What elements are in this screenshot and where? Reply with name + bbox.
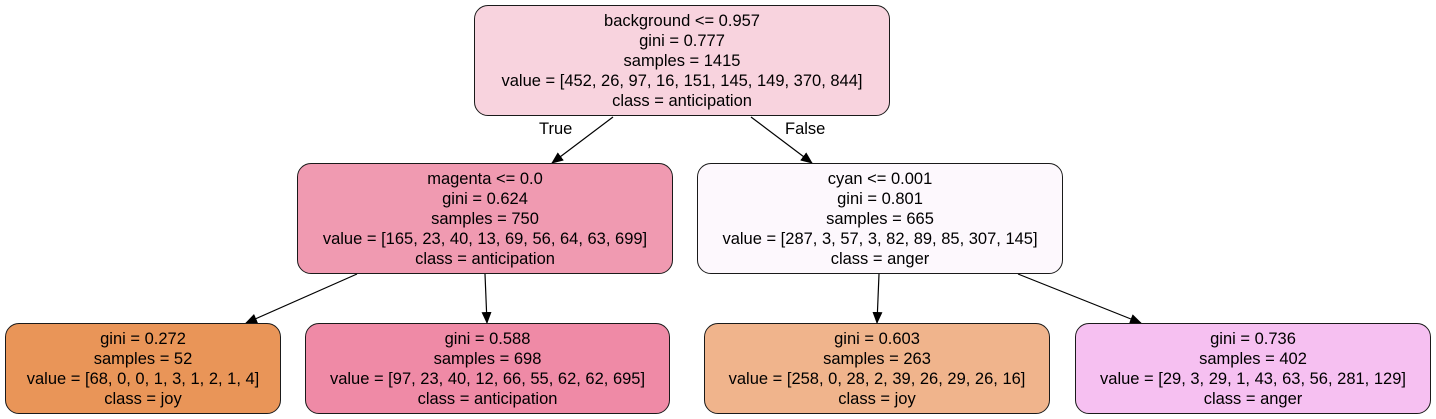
edge-label-true: True <box>539 120 573 138</box>
node-samples: samples = 698 <box>433 349 542 368</box>
edge-label-false: False <box>785 120 826 138</box>
edge-root-left <box>551 116 614 164</box>
node-class: class = anticipation <box>415 249 555 268</box>
node-gini: gini = 0.736 <box>1210 329 1296 348</box>
node-gini: gini = 0.603 <box>834 329 920 348</box>
node-samples: samples = 750 <box>431 209 539 228</box>
node-class: class = anticipation <box>417 389 558 408</box>
edge-left-leaf2 <box>481 273 492 324</box>
node-samples: samples = 263 <box>823 349 931 368</box>
leaf-node-2: gini = 0.588 samples = 698 value = [97, … <box>305 323 670 414</box>
node-value: value = [165, 23, 40, 13, 69, 56, 64, 63… <box>322 229 648 248</box>
node-value: value = [29, 3, 29, 1, 43, 63, 56, 281, … <box>1100 369 1406 388</box>
node-value: value = [287, 3, 57, 3, 82, 89, 85, 307,… <box>722 229 1038 248</box>
node-samples: samples = 665 <box>826 209 934 228</box>
node-gini: gini = 0.272 <box>100 329 186 348</box>
node-value: value = [452, 26, 97, 16, 151, 145, 149,… <box>501 71 863 90</box>
node-gini: gini = 0.801 <box>837 189 923 208</box>
node-samples: samples = 52 <box>93 349 193 368</box>
left-node: magenta <= 0.0 gini = 0.624 samples = 75… <box>297 163 673 274</box>
node-split: magenta <= 0.0 <box>427 169 543 188</box>
node-class: class = anticipation <box>612 91 752 110</box>
node-class: class = anger <box>830 249 930 268</box>
leaf-node-1: gini = 0.272 samples = 52 value = [68, 0… <box>5 323 281 414</box>
right-node: cyan <= 0.001 gini = 0.801 samples = 665… <box>697 163 1063 274</box>
node-split: background <= 0.957 <box>604 11 760 30</box>
node-split: cyan <= 0.001 <box>827 169 933 188</box>
edge-root-right <box>750 116 813 164</box>
edge-left-leaf1 <box>245 273 358 324</box>
node-class: class = anger <box>1203 389 1303 408</box>
node-class: class = joy <box>104 389 182 408</box>
root-node: background <= 0.957 gini = 0.777 samples… <box>474 5 890 116</box>
node-gini: gini = 0.777 <box>639 31 725 50</box>
edge-right-leaf3 <box>872 273 883 324</box>
leaf-node-4: gini = 0.736 samples = 402 value = [29, … <box>1075 323 1431 414</box>
node-gini: gini = 0.624 <box>442 189 528 208</box>
node-value: value = [68, 0, 0, 1, 3, 1, 2, 1, 4] <box>26 369 260 388</box>
leaf-node-3: gini = 0.603 samples = 263 value = [258,… <box>704 323 1050 414</box>
node-samples: samples = 402 <box>1199 349 1307 368</box>
node-samples: samples = 1415 <box>623 51 741 70</box>
node-gini: gini = 0.588 <box>444 329 531 348</box>
node-value: value = [97, 23, 40, 12, 66, 55, 62, 62,… <box>329 369 646 388</box>
node-value: value = [258, 0, 28, 2, 39, 26, 29, 26, … <box>728 369 1026 388</box>
node-class: class = joy <box>838 389 916 408</box>
edge-right-leaf4 <box>1017 273 1142 324</box>
